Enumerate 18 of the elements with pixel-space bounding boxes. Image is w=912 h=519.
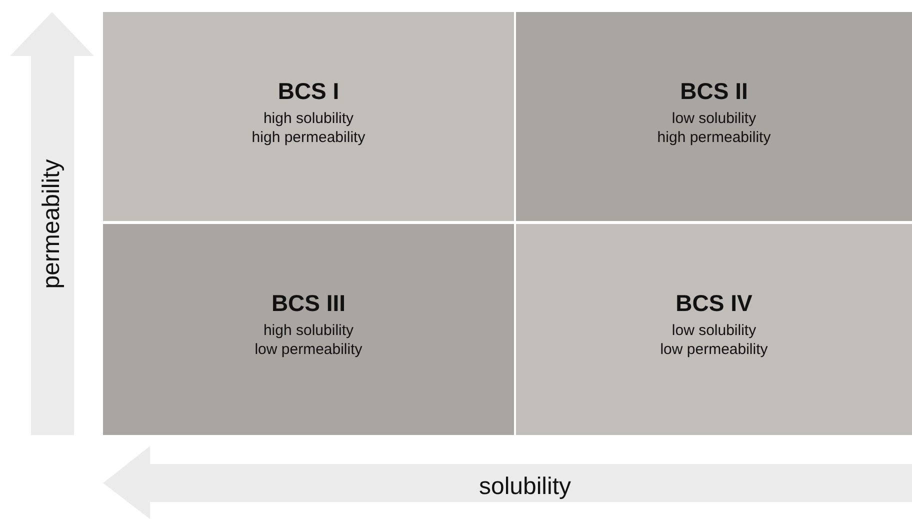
quadrant-description: low permeability <box>660 340 768 359</box>
quadrant-cell <box>516 224 912 435</box>
quadrant-description: high solubility <box>263 321 354 340</box>
quadrant-description: low solubility <box>672 109 756 128</box>
quadrant-description: high solubility <box>263 109 354 128</box>
quadrant-heading: BCS IV <box>676 290 752 317</box>
quadrant-description: low permeability <box>254 340 362 359</box>
quadrant-heading: BCS III <box>271 290 346 317</box>
quadrant-description: low solubility <box>672 321 756 340</box>
axis-label: permeability <box>38 159 66 289</box>
quadrant-heading: BCS I <box>278 78 340 105</box>
quadrant-cell <box>103 12 514 221</box>
axis-label: solubility <box>478 473 572 501</box>
quadrant-cell <box>103 224 514 435</box>
quadrant-cell <box>516 12 912 221</box>
quadrant-heading: BCS II <box>680 78 748 105</box>
quadrant-description: high permeability <box>657 128 771 147</box>
quadrant-description: high permeability <box>252 128 366 147</box>
